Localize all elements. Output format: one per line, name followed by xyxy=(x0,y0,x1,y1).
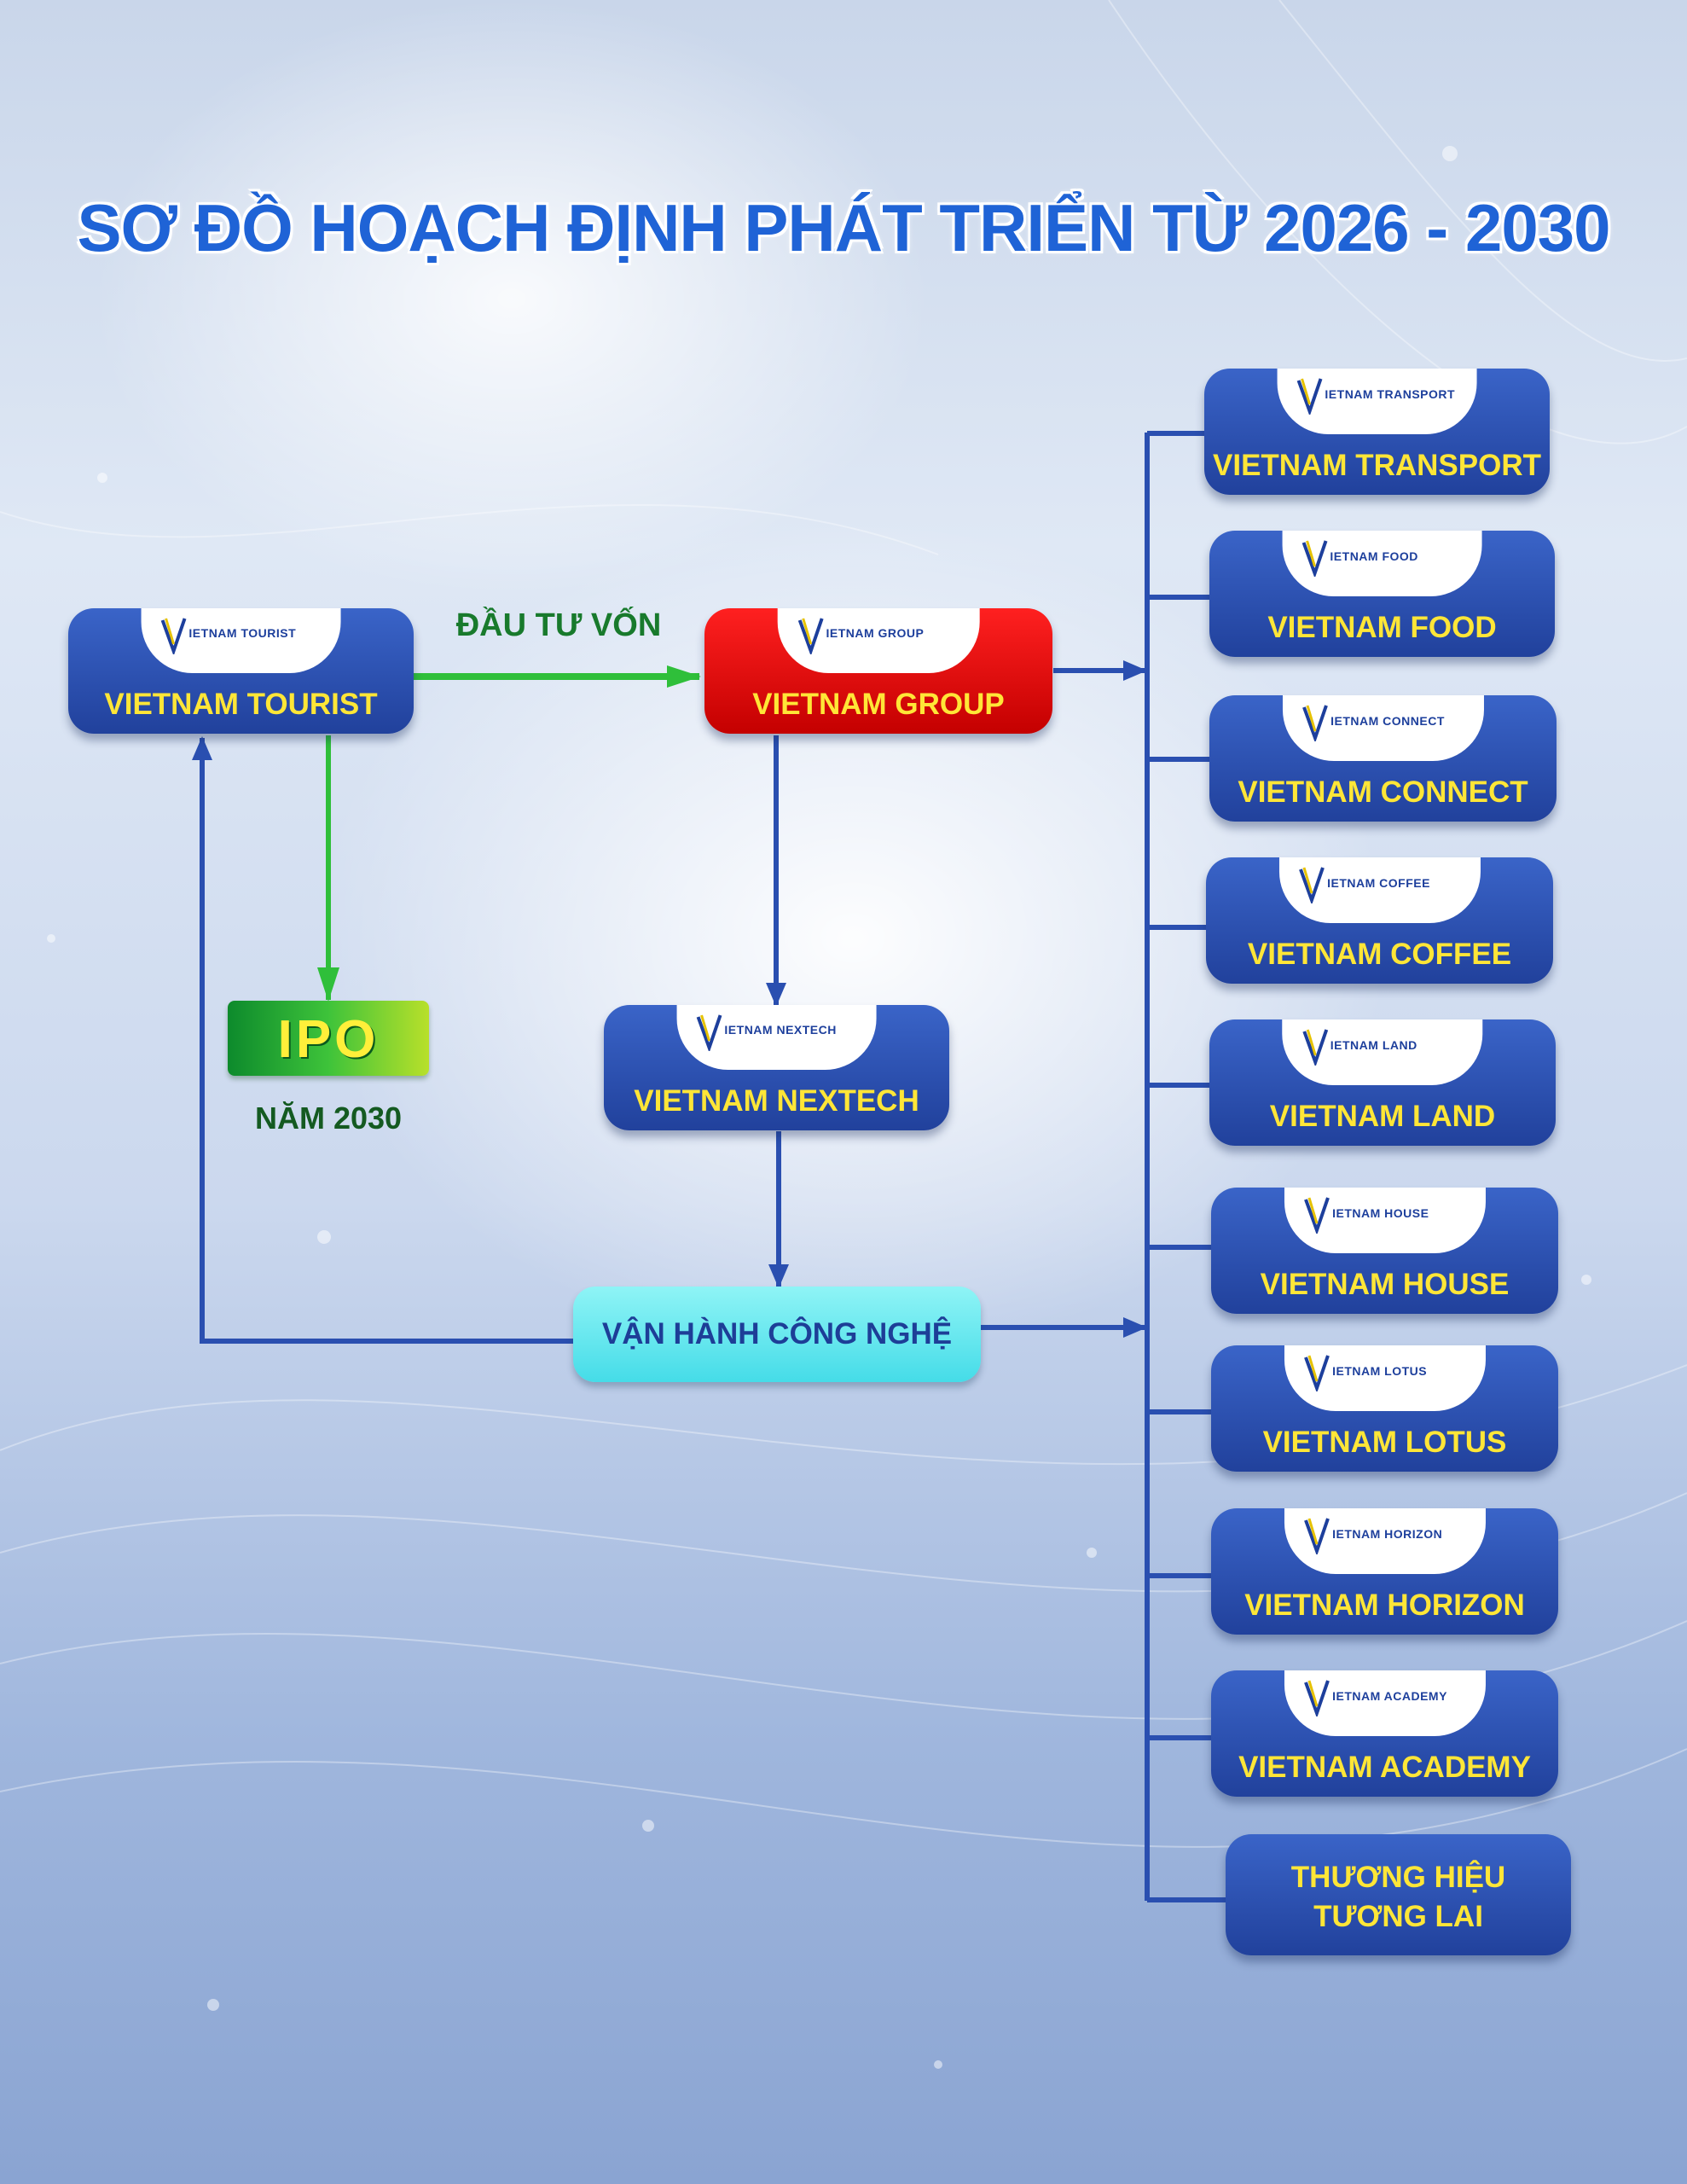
logo-text: IETNAM TRANSPORT xyxy=(1325,386,1456,401)
logo-area: IETNAM COFFEE xyxy=(1278,857,1481,923)
brand-node[interactable]: IETNAM HOUSE VIETNAM HOUSE xyxy=(1211,1188,1558,1314)
logo-area: IETNAM CONNECT xyxy=(1282,695,1484,761)
logo-area: IETNAM ACADEMY xyxy=(1284,1670,1486,1736)
logo-area: IETNAM TOURIST xyxy=(141,608,341,674)
brand-node[interactable]: IETNAM TRANSPORT VIETNAM TRANSPORT xyxy=(1204,369,1550,495)
logo-text: IETNAM LOTUS xyxy=(1332,1363,1428,1378)
brand-label: VIETNAM FOOD xyxy=(1267,611,1497,644)
node-label: VIETNAM TOURIST xyxy=(104,688,378,721)
ipo-badge[interactable]: IPO xyxy=(228,1001,429,1076)
vietnam-logo-icon xyxy=(1302,705,1328,741)
future-brand-line: THƯƠNG HIỆU xyxy=(1290,1861,1506,1894)
logo-area: IETNAM HORIZON xyxy=(1284,1508,1486,1574)
logo-text: IETNAM GROUP xyxy=(826,626,925,641)
brand-label: VIETNAM LAND xyxy=(1269,1100,1496,1133)
logo-text: IETNAM FOOD xyxy=(1330,549,1418,563)
future-brand-node[interactable]: THƯƠNG HIỆU TƯƠNG LAI xyxy=(1226,1834,1571,1955)
vietnam-logo-icon xyxy=(1301,1029,1328,1066)
vietnam-logo-icon xyxy=(160,617,187,654)
brand-label: VIETNAM CONNECT xyxy=(1238,775,1528,809)
vietnam-logo-icon xyxy=(1304,1518,1330,1554)
brand-label: VIETNAM COFFEE xyxy=(1247,938,1512,971)
vietnam-logo-icon xyxy=(1296,378,1323,415)
ipo-label: IPO xyxy=(277,1010,380,1069)
ops-to-tourist-arrow xyxy=(192,736,573,1344)
logo-area: IETNAM NEXTECH xyxy=(676,1005,877,1071)
technology-operations-node[interactable]: VẬN HÀNH CÔNG NGHỆ xyxy=(573,1287,981,1382)
logo-text: IETNAM TOURIST xyxy=(188,626,297,641)
logo-text: IETNAM ACADEMY xyxy=(1332,1688,1447,1703)
brand-label: VIETNAM HOUSE xyxy=(1260,1268,1510,1301)
logo-area: IETNAM FOOD xyxy=(1282,531,1482,596)
ops-label: VẬN HÀNH CÔNG NGHỆ xyxy=(601,1317,953,1350)
brand-node[interactable]: IETNAM ACADEMY VIETNAM ACADEMY xyxy=(1211,1670,1558,1797)
logo-area: IETNAM HOUSE xyxy=(1284,1188,1486,1253)
logo-text: IETNAM LAND xyxy=(1330,1037,1417,1052)
brand-label: VIETNAM HORIZON xyxy=(1244,1589,1525,1622)
logo-text: IETNAM NEXTECH xyxy=(724,1023,837,1037)
logo-text: IETNAM HOUSE xyxy=(1332,1205,1429,1220)
ipo-year: NĂM 2030 xyxy=(254,1101,403,1136)
vietnam-logo-icon xyxy=(696,1014,722,1051)
brand-node[interactable]: IETNAM LAND VIETNAM LAND xyxy=(1209,1019,1556,1146)
logo-text: IETNAM HORIZON xyxy=(1332,1526,1443,1541)
brand-node[interactable]: IETNAM CONNECT VIETNAM CONNECT xyxy=(1209,695,1557,822)
logo-area: IETNAM LAND xyxy=(1282,1019,1483,1085)
brand-node[interactable]: IETNAM HORIZON VIETNAM HORIZON xyxy=(1211,1508,1558,1635)
future-brand-line: TƯƠNG LAI xyxy=(1313,1900,1483,1933)
brand-node[interactable]: IETNAM LOTUS VIETNAM LOTUS xyxy=(1211,1345,1558,1472)
brand-node[interactable]: IETNAM COFFEE VIETNAM COFFEE xyxy=(1206,857,1553,984)
future-brand-label: THƯƠNG HIỆU TƯƠNG LAI xyxy=(1226,1858,1571,1937)
vietnam-logo-icon xyxy=(797,617,824,654)
logo-area: IETNAM GROUP xyxy=(777,608,980,674)
node-label: VIETNAM GROUP xyxy=(752,688,1005,721)
vietnam-logo-icon xyxy=(1299,867,1325,903)
page-title: SƠ ĐỒ HOẠCH ĐỊNH PHÁT TRIỂN TỪ 2026 - 20… xyxy=(77,190,1611,265)
brand-label: VIETNAM TRANSPORT xyxy=(1213,449,1541,482)
vietnam-group-node[interactable]: IETNAM GROUP VIETNAM GROUP xyxy=(704,608,1052,734)
logo-text: IETNAM COFFEE xyxy=(1327,875,1430,890)
logo-area: IETNAM LOTUS xyxy=(1284,1345,1486,1411)
logo-text: IETNAM CONNECT xyxy=(1330,713,1445,728)
vietnam-logo-icon xyxy=(1304,1355,1330,1391)
vietnam-tourist-node[interactable]: IETNAM TOURIST VIETNAM TOURIST xyxy=(68,608,414,734)
brand-label: VIETNAM LOTUS xyxy=(1262,1426,1507,1459)
vietnam-nextech-node[interactable]: IETNAM NEXTECH VIETNAM NEXTECH xyxy=(604,1005,949,1130)
logo-area: IETNAM TRANSPORT xyxy=(1277,369,1477,434)
brand-label: VIETNAM ACADEMY xyxy=(1238,1751,1531,1784)
node-label: VIETNAM NEXTECH xyxy=(634,1084,919,1118)
brand-node[interactable]: IETNAM FOOD VIETNAM FOOD xyxy=(1209,531,1555,657)
vietnam-logo-icon xyxy=(1304,1680,1330,1716)
investment-label: ĐẦU TƯ VỐN xyxy=(455,607,662,643)
vietnam-logo-icon xyxy=(1304,1197,1330,1234)
vietnam-logo-icon xyxy=(1301,540,1328,577)
